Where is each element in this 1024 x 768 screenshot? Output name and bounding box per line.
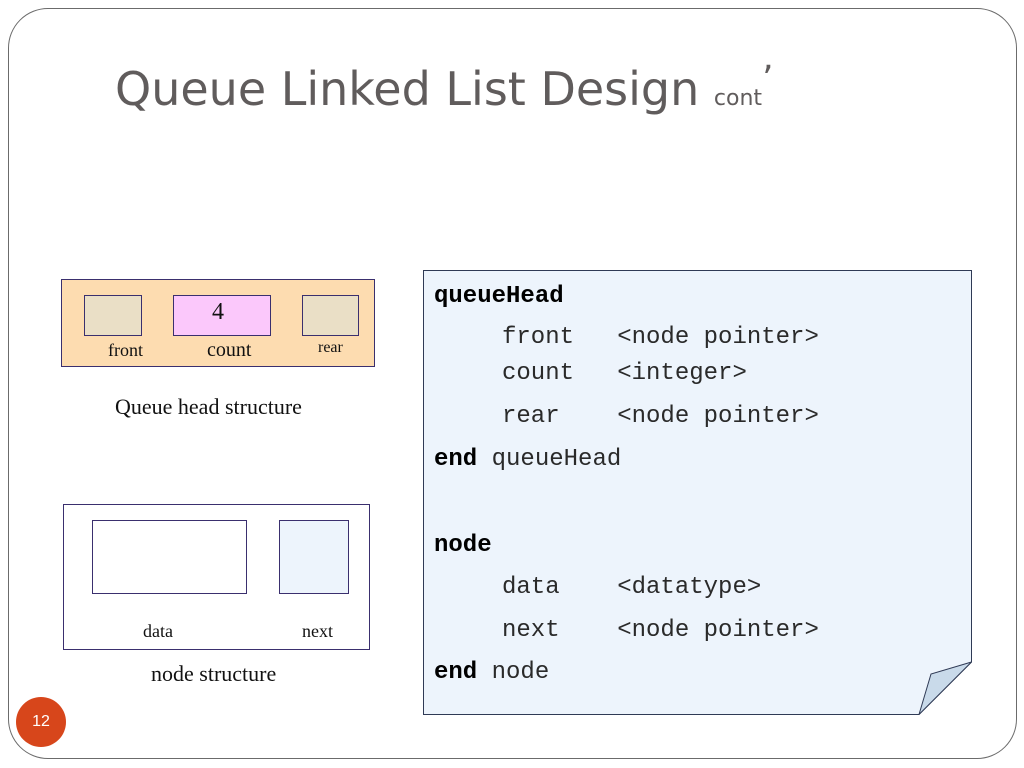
code-line-6: node (434, 534, 492, 558)
code-line-8: next <node pointer> (502, 619, 819, 643)
title-main: Queue Linked List Design (115, 62, 700, 116)
data-label: data (143, 621, 173, 641)
code-line-7: data <datatype> (502, 576, 761, 600)
node-caption: node structure (151, 661, 277, 686)
code-line-4: rear <node pointer> (502, 405, 819, 429)
code-line-9: end node (434, 661, 549, 685)
code-panel (423, 270, 973, 716)
code-line-2: front <node pointer> (502, 326, 819, 350)
code-panel-background (423, 270, 972, 715)
front-cell (84, 295, 142, 336)
next-cell (279, 520, 349, 594)
code-keyword: end (434, 659, 478, 686)
queue-head-caption: Queue head structure (115, 394, 302, 419)
code-text: rear <node pointer> (502, 403, 819, 430)
page-number-badge: 12 (16, 697, 66, 747)
next-label: next (302, 621, 333, 641)
code-text: node (477, 659, 550, 686)
title-cont: cont (713, 86, 763, 111)
code-text: front <node pointer> (502, 324, 819, 351)
code-text: queueHead (477, 446, 622, 473)
code-keyword: end (434, 446, 478, 473)
folded-corner-icon (918, 661, 972, 715)
code-line-1: queueHead (434, 285, 564, 309)
code-keyword: queueHead (434, 283, 564, 310)
count-label: count (207, 339, 252, 361)
code-line-5: end queueHead (434, 448, 621, 472)
code-line-3: count <integer> (502, 362, 747, 386)
count-cell (173, 295, 271, 336)
title-apostrophe: ’ (762, 59, 774, 100)
slide-title: Queue Linked List Design cont’ (115, 62, 773, 113)
count-value: 4 (212, 299, 224, 325)
data-cell (92, 520, 247, 594)
front-label: front (108, 340, 143, 360)
code-text: data <datatype> (502, 574, 762, 601)
code-text: next <node pointer> (502, 617, 819, 644)
code-text: count <integer> (502, 360, 747, 387)
rear-label: rear (318, 339, 343, 356)
rear-cell (302, 295, 359, 336)
code-keyword: node (434, 532, 492, 559)
